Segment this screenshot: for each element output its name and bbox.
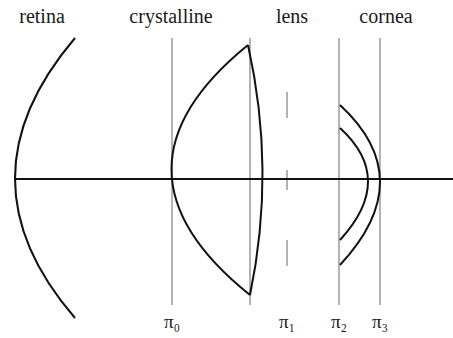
plane-label: π₀ — [164, 312, 180, 331]
part-name: retina — [19, 6, 65, 26]
plane-line — [286, 92, 287, 118]
optical-axis — [14, 178, 453, 180]
part-name: lens — [276, 6, 308, 26]
plane-label: π₁ — [279, 312, 295, 331]
plane-line — [249, 38, 250, 305]
part-name: cornea — [359, 6, 412, 26]
plane-label: π₂ — [331, 312, 347, 331]
cornea-outer — [340, 105, 380, 265]
eye-surfaces — [15, 38, 380, 318]
principal-planes — [172, 38, 380, 305]
cornea-inner — [340, 128, 368, 240]
plane-label: π₃ — [372, 312, 388, 331]
plane-line — [286, 240, 287, 266]
lens-back-surface — [171, 45, 250, 295]
lens-front-surface — [248, 45, 263, 295]
retina-curve — [15, 38, 75, 318]
plane-line — [338, 38, 339, 305]
part-name: crystalline — [129, 6, 212, 26]
